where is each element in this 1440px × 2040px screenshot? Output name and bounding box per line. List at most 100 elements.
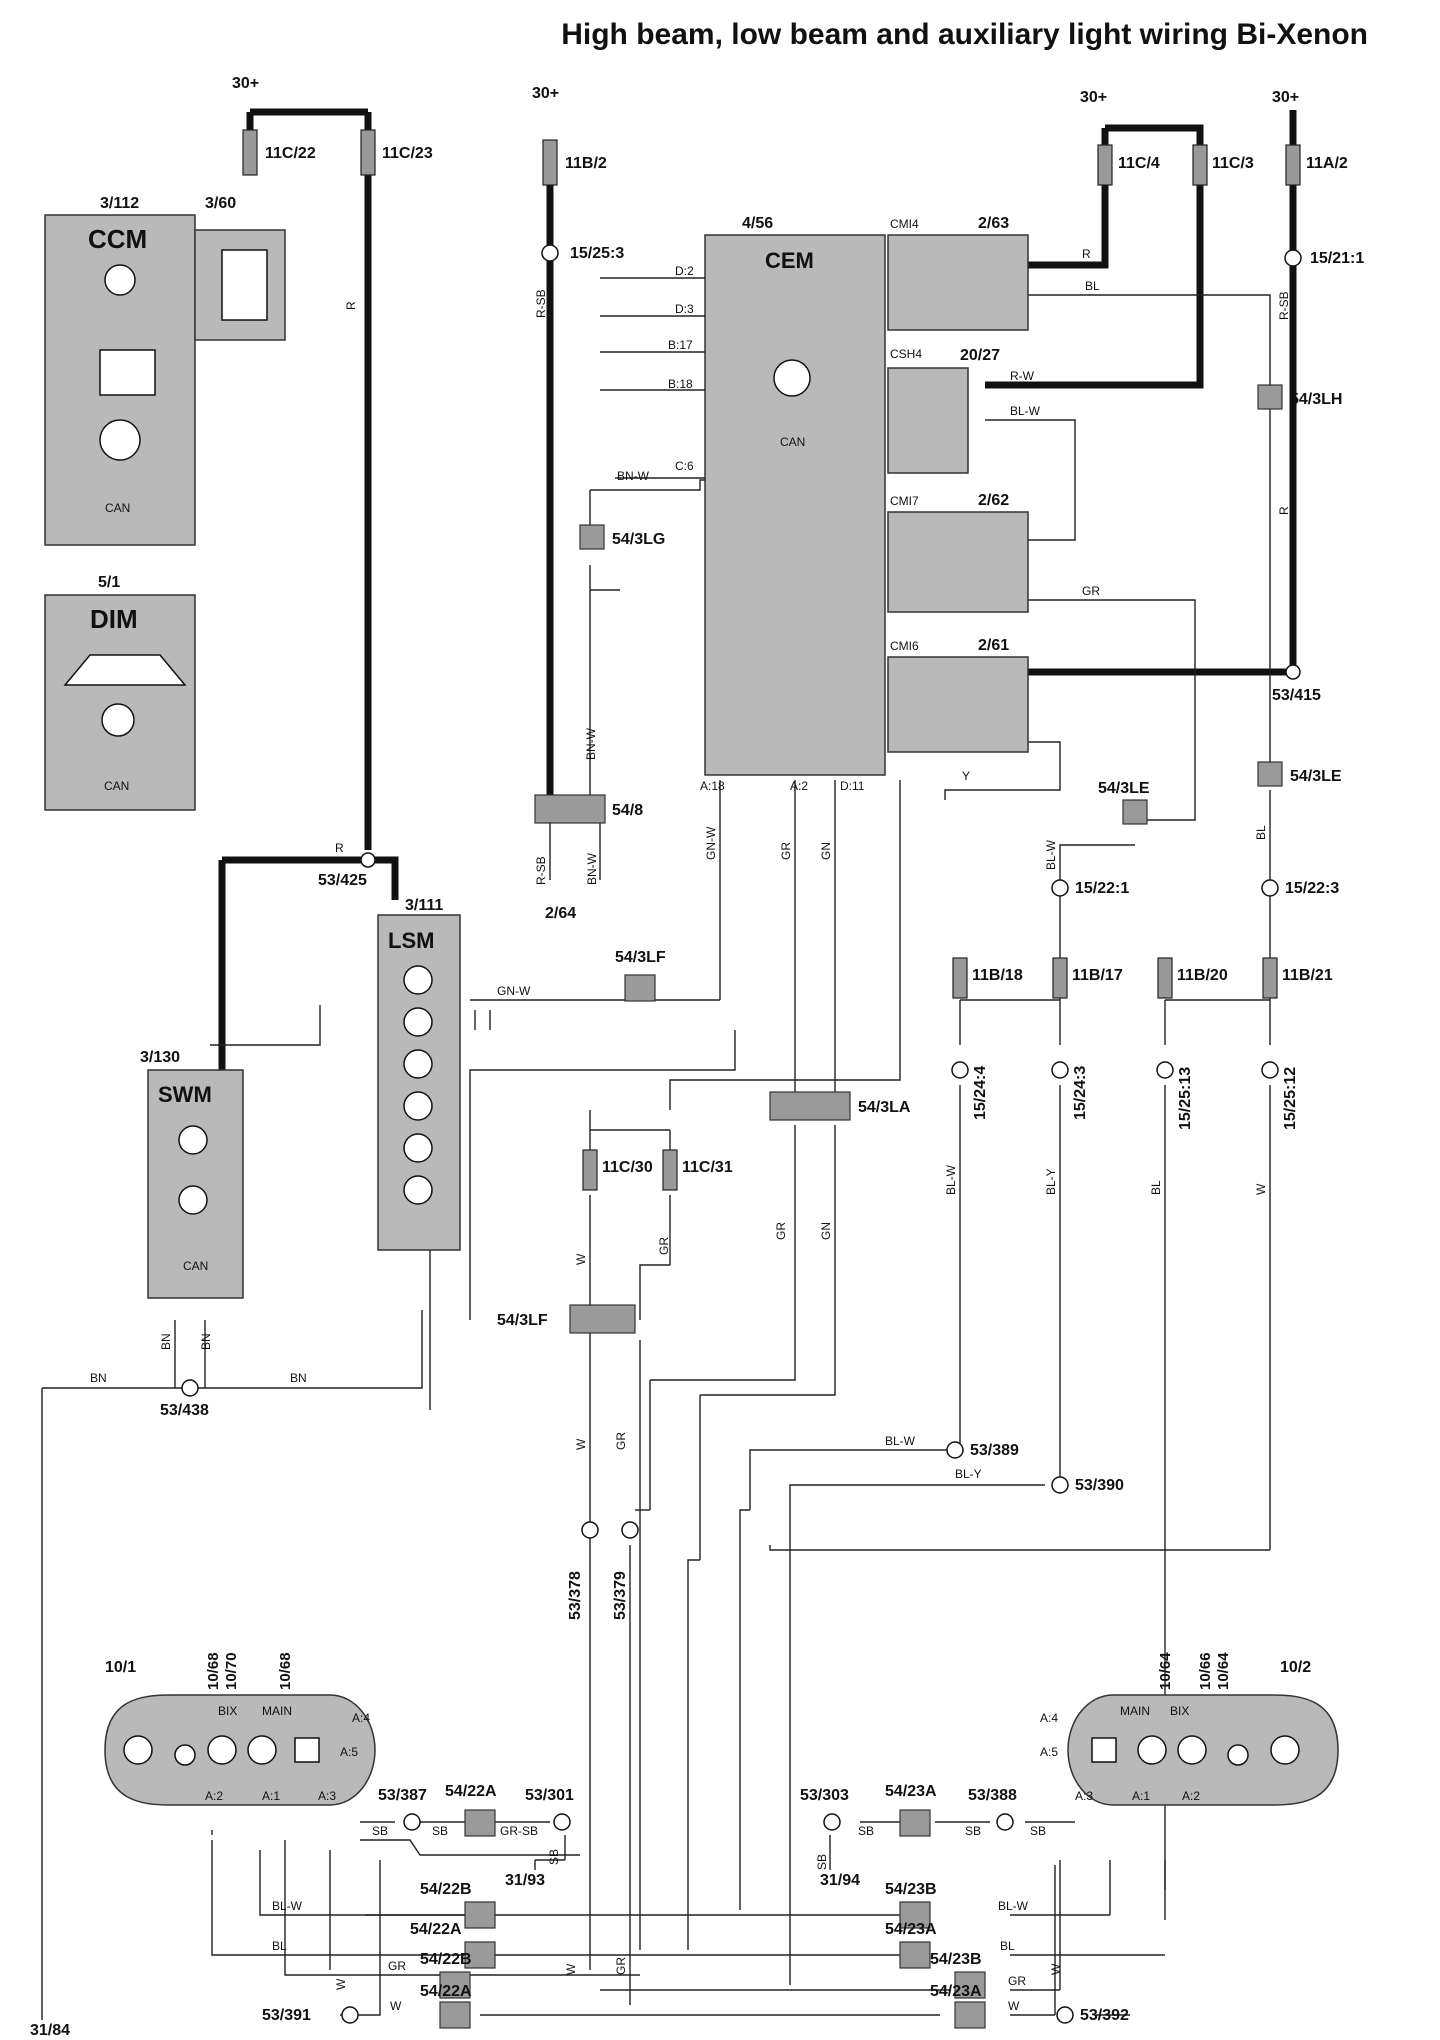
wc-gr-5: GR <box>614 1432 628 1450</box>
supply-1: 30+ <box>232 75 259 92</box>
wire-color-labels: R R R-SB R BL R-W BL-W R-SB R GR Y BN-W … <box>90 247 1291 2013</box>
fuse-11C4-label: 11C/4 <box>1118 155 1160 172</box>
wc-r-2: R <box>335 841 344 855</box>
diagram-title: High beam, low beam and auxiliary light … <box>561 18 1368 51</box>
wc-gn-1: GN <box>819 842 833 860</box>
wc-r-1: R <box>344 301 358 310</box>
cem-pin-a18: A:18 <box>700 779 725 793</box>
right-lamp-r2: 10/66 <box>1197 1652 1214 1690</box>
right-lamp-pin-a1: A:1 <box>1132 1789 1150 1803</box>
wc-gr-6: GR <box>388 1959 406 1973</box>
conn-54-22B-a: 54/22B <box>420 1881 472 1898</box>
right-lamp-r3: 10/64 <box>1215 1652 1232 1690</box>
dim-label: DIM <box>90 604 138 634</box>
node-15-24-4: 15/24:4 <box>972 1066 989 1120</box>
ground-31-94: 31/94 <box>820 1872 860 1889</box>
cem-pin-d2: D:2 <box>675 264 694 278</box>
wc-bly-1: BL-Y <box>1044 1168 1058 1195</box>
wc-gn-2: GN <box>819 1222 833 1240</box>
wc-bl-2: BL <box>1254 825 1268 840</box>
cem-pin-d11: D:11 <box>840 779 865 793</box>
fuse-11B17 <box>1052 957 1068 999</box>
right-lamp-pin-a2: A:2 <box>1182 1789 1200 1803</box>
conn-54-23B-b: 54/23B <box>930 1951 982 1968</box>
conn-54-23A-a: 54/23A <box>885 1783 937 1800</box>
dim-can: CAN <box>104 779 129 793</box>
right-lamp-pin-a4: A:4 <box>1040 1711 1058 1725</box>
fuse-11B21 <box>1262 957 1278 999</box>
wc-w-5: W <box>390 1999 402 2013</box>
wc-sb-4: SB <box>815 1854 829 1870</box>
fuse-11C31-label: 11C/31 <box>682 1159 733 1176</box>
wc-bl-3: BL <box>1149 1180 1163 1195</box>
conn-54-3LG: 54/3LG <box>612 531 665 548</box>
cem-can: CAN <box>780 435 805 449</box>
wc-bnw-3: BN-W <box>585 852 599 885</box>
conn-54-22A-a: 54/22A <box>445 1783 497 1800</box>
wc-bnw-2: BN-W <box>584 727 598 760</box>
fuse-11C23-label: 11C/23 <box>382 145 433 162</box>
conn-54-23B-a: 54/23B <box>885 1881 937 1898</box>
ccm-relay-id: 3/60 <box>205 195 236 212</box>
wc-bn-3: BN <box>90 1371 107 1385</box>
node-53-379: 53/379 <box>612 1571 629 1620</box>
fuses: 11C/22 11C/23 11B/2 11C/4 11C/3 11A/2 11… <box>242 129 1348 1191</box>
relay-csh4: CSH4 <box>890 347 922 361</box>
connectors: 54/3LG 54/3LH 54/3LE 54/3LE 54/3LF 54/8 … <box>410 384 1342 2029</box>
relay-2027: 20/27 <box>960 347 1000 364</box>
wc-sb-3: SB <box>547 1849 561 1865</box>
node-15-22-1: 15/22:1 <box>1075 880 1129 897</box>
relay-cmi4: CMI4 <box>890 217 919 231</box>
supply-labels: 30+ 30+ 30+ 30+ <box>232 75 1299 106</box>
cem-module: 4/56 CEM CAN D:2 D:3 B:17 B:18 C:6 A:18 … <box>600 215 886 793</box>
ccm-label: CCM <box>88 224 147 254</box>
conn-54-3LE-b: 54/3LE <box>1290 768 1342 785</box>
conn-54-22A-b: 54/22A <box>410 1921 462 1938</box>
conn-54-22B-b: 54/22B <box>420 1951 472 1968</box>
ref-2-64: 2/64 <box>545 905 576 922</box>
fuse-11B18-label: 11B/18 <box>972 967 1023 984</box>
wc-blw-2: BL-W <box>1044 839 1058 870</box>
fuse-11C3 <box>1192 144 1208 186</box>
wc-rsb-2: R-SB <box>1277 291 1291 320</box>
relay-cmi6: CMI6 <box>890 639 919 653</box>
lsm-id: 3/111 <box>405 897 443 914</box>
conn-54-3LF-b: 54/3LF <box>497 1312 548 1329</box>
supply-2: 30+ <box>532 85 559 102</box>
cem-pin-b17: B:17 <box>668 338 693 352</box>
wc-sb-2: SB <box>432 1824 448 1838</box>
right-lamp-pin-a3: A:3 <box>1075 1789 1093 1803</box>
left-lamp-pin-a4: A:4 <box>352 1711 370 1725</box>
conn-54-23A-c: 54/23A <box>930 1983 982 2000</box>
wc-gr-4: GR <box>657 1237 671 1255</box>
right-lamp-id: 10/2 <box>1280 1659 1311 1676</box>
left-lamp-pin-a1: A:1 <box>262 1789 280 1803</box>
left-headlamp: 10/1 10/68 10/70 10/68 BIX MAIN <box>104 1652 376 1806</box>
cem-pin-b18: B:18 <box>668 377 693 391</box>
wc-rsb-1: R-SB <box>534 289 548 318</box>
fuse-11B17-label: 11B/17 <box>1072 967 1123 984</box>
conn-54-8: 54/8 <box>612 802 643 819</box>
supply-4: 30+ <box>1272 89 1299 106</box>
relay-cmi7: CMI7 <box>890 494 919 508</box>
wc-r-3: R <box>1082 247 1091 261</box>
wc-rw: R-W <box>1010 369 1035 383</box>
fuse-11C4 <box>1097 144 1113 186</box>
fuse-11C23 <box>360 129 376 176</box>
left-lamp-l2: 10/70 <box>223 1652 240 1690</box>
ccm-module: 3/112 CCM CAN 3/60 <box>44 195 286 546</box>
wc-w-6: W <box>564 1963 578 1975</box>
ground-31-84: 31/84 <box>30 2022 70 2039</box>
relay-263: 2/63 <box>978 215 1009 232</box>
relay-262: 2/62 <box>978 492 1009 509</box>
node-53-387: 53/387 <box>378 1787 427 1804</box>
right-lamp-r1: 10/64 <box>1157 1652 1174 1690</box>
wc-gnw-2: GN-W <box>497 984 531 998</box>
node-53-425: 53/425 <box>318 872 367 889</box>
wc-blw-4: BL-W <box>885 1434 916 1448</box>
ccm-can: CAN <box>105 501 130 515</box>
wc-blw-1: BL-W <box>1010 404 1041 418</box>
wc-bnw-1: BN-W <box>617 469 650 483</box>
fuse-11B20 <box>1157 957 1173 999</box>
wc-r-4: R <box>1277 506 1291 515</box>
